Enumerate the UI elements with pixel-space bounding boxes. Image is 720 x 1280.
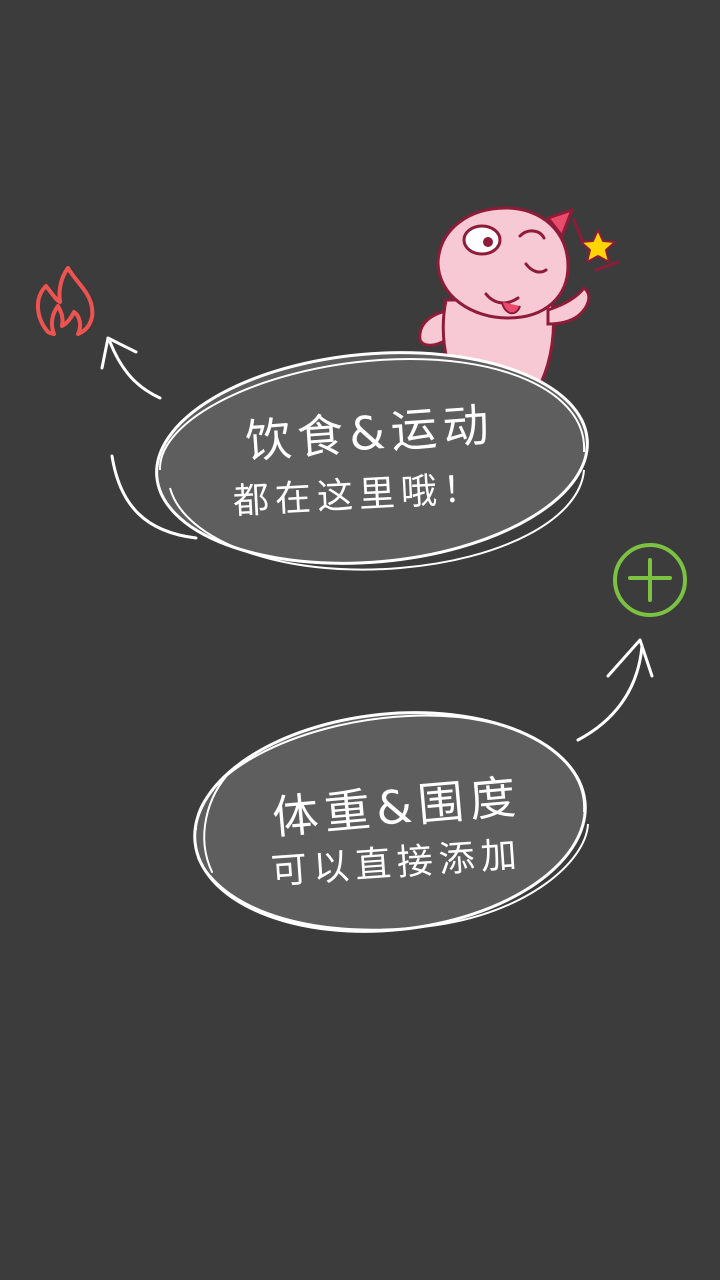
star-icon [580,229,616,263]
